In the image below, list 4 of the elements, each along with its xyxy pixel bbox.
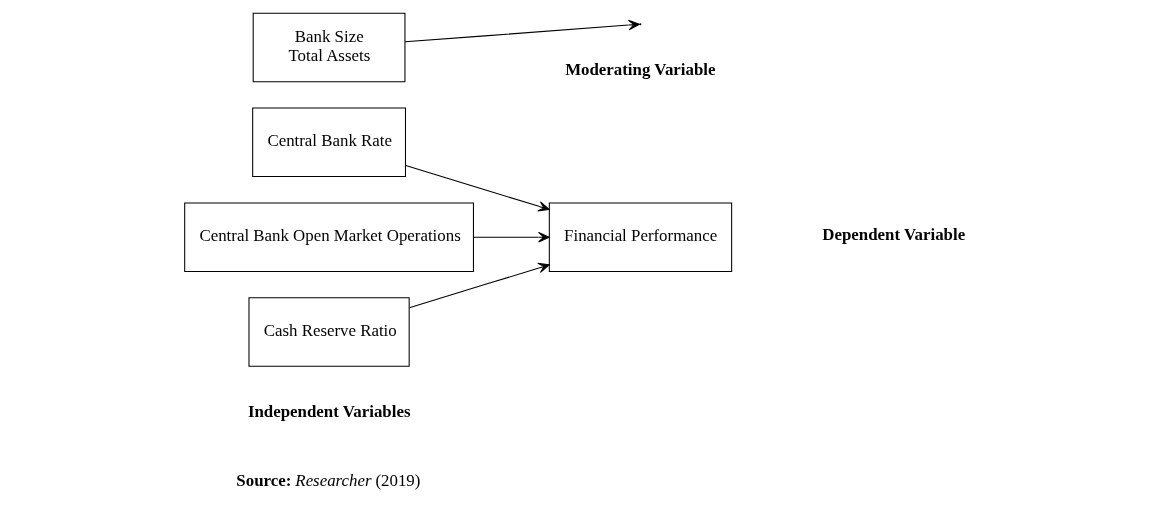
label: Source: Researcher (2019) [236,470,421,490]
label: Independent Variables [247,401,411,421]
label: Dependent Variable [822,224,966,244]
label: Moderating Variable [565,59,716,79]
